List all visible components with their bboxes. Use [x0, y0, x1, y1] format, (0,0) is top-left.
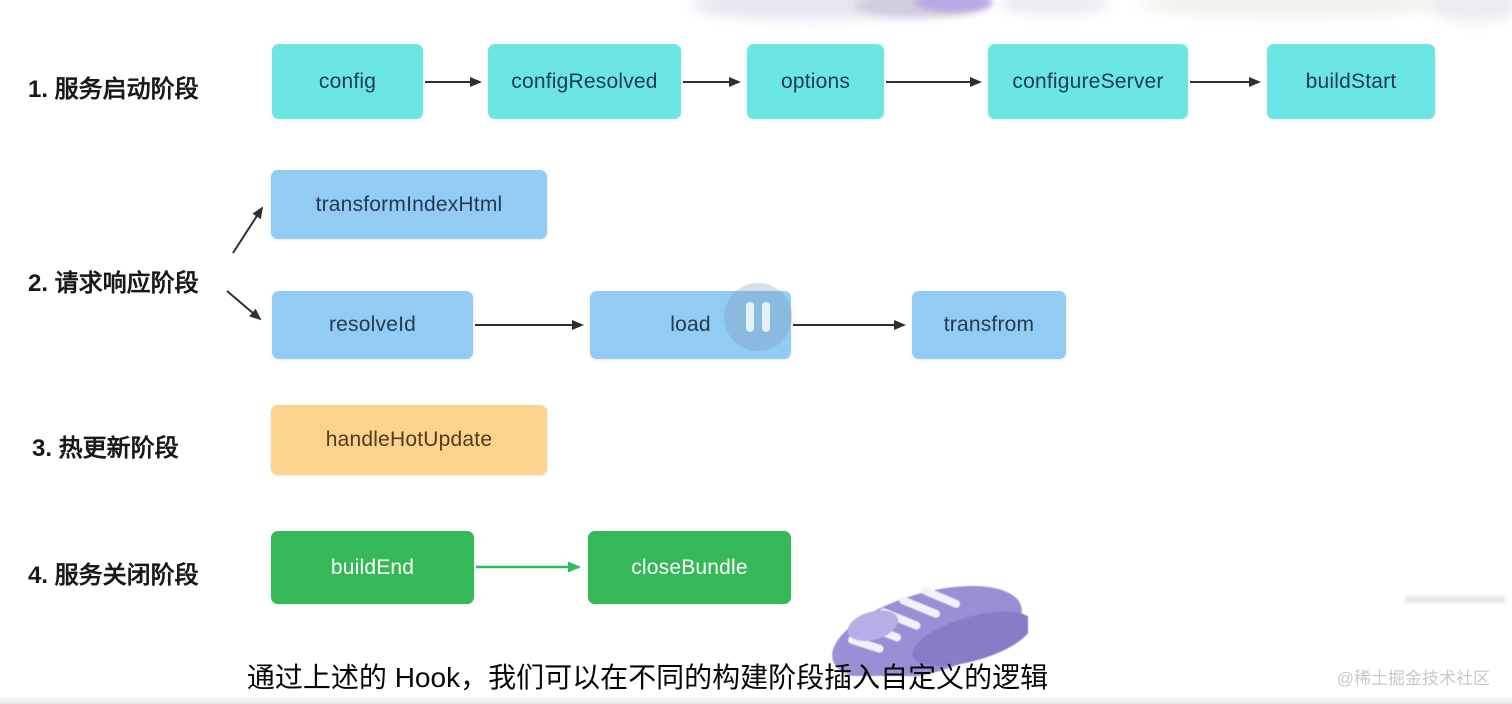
node-configureserver: configureServer — [988, 44, 1188, 119]
pause-icon[interactable] — [724, 283, 792, 351]
stage-2-label: 2. 请求响应阶段 — [28, 270, 199, 297]
node-options: options — [747, 44, 884, 119]
node-load: load — [590, 291, 791, 359]
node-transformindexhtml: transformIndexHtml — [271, 170, 547, 239]
stage-1-label: 1. 服务启动阶段 — [28, 76, 199, 103]
stage-3-label: 3. 热更新阶段 — [32, 435, 179, 462]
arrow-stage2-to-transformindexhtml — [232, 206, 264, 254]
pause-bar-right — [762, 302, 770, 332]
slide-caption: 通过上述的 Hook，我们可以在不同的构建阶段插入自定义的逻辑 — [246, 662, 1049, 693]
node-config: config — [272, 44, 423, 119]
arrow-stage2-to-resolveid — [226, 290, 262, 321]
stage-4-label: 4. 服务关闭阶段 — [28, 562, 199, 589]
faint-watermark-fragment — [1405, 596, 1505, 603]
bottom-edge-strip — [0, 697, 1512, 704]
community-watermark: @稀土掘金技术社区 — [1336, 669, 1490, 688]
node-closebundle: closeBundle — [588, 531, 791, 604]
node-buildend: buildEnd — [271, 531, 474, 604]
sneaker-background-image — [832, 586, 1028, 676]
node-buildstart: buildStart — [1267, 44, 1435, 119]
node-handlehotupdate: handleHotUpdate — [271, 405, 547, 475]
node-resolveid: resolveId — [272, 291, 473, 359]
node-transfrom: transfrom — [912, 291, 1066, 359]
pause-bar-left — [746, 302, 754, 332]
node-configresolved: configResolved — [488, 44, 681, 119]
